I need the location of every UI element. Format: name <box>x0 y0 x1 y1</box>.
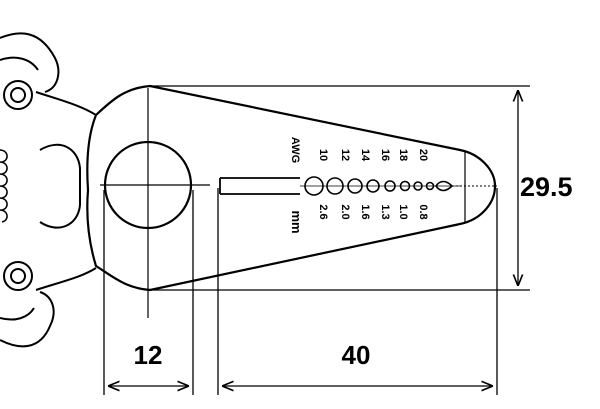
mm-value: 1.0 <box>397 204 409 219</box>
dimension-length <box>217 188 498 395</box>
width-dimension-label: 12 <box>134 340 163 370</box>
spring-coil <box>0 149 8 223</box>
mm-value: 1.6 <box>359 204 371 219</box>
plier-handle-bottom <box>0 291 55 348</box>
awg-value: 12 <box>339 149 351 161</box>
mm-value: 2.0 <box>339 204 351 219</box>
pivot-ring-top <box>3 80 33 110</box>
mm-value: 0.8 <box>417 204 429 219</box>
dimension-height <box>150 85 530 291</box>
gauge-scale: AWG mm 20 18 16 14 12 10 0.8 1.0 1.3 1.6 2.0 2.6 <box>289 137 429 234</box>
plier-handle-top <box>0 32 60 93</box>
mm-value: 2.6 <box>317 204 329 219</box>
awg-value: 20 <box>417 149 429 161</box>
blade-slot <box>219 177 300 195</box>
spring-housing <box>35 91 97 291</box>
wire-notches <box>300 176 497 196</box>
mm-value: 1.3 <box>379 204 391 219</box>
awg-value: 16 <box>379 149 391 161</box>
mm-label: mm <box>289 210 304 233</box>
awg-value: 14 <box>359 149 371 162</box>
dimension-width <box>103 190 194 395</box>
pivot-ring-bottom <box>3 261 33 291</box>
awg-value: 10 <box>317 149 329 161</box>
jaw-outline <box>86 84 497 292</box>
awg-label: AWG <box>289 137 301 163</box>
height-dimension-label: 29.5 <box>520 172 573 202</box>
awg-value: 18 <box>397 149 409 161</box>
length-dimension-label: 40 <box>342 340 371 370</box>
center-lines <box>100 88 210 318</box>
